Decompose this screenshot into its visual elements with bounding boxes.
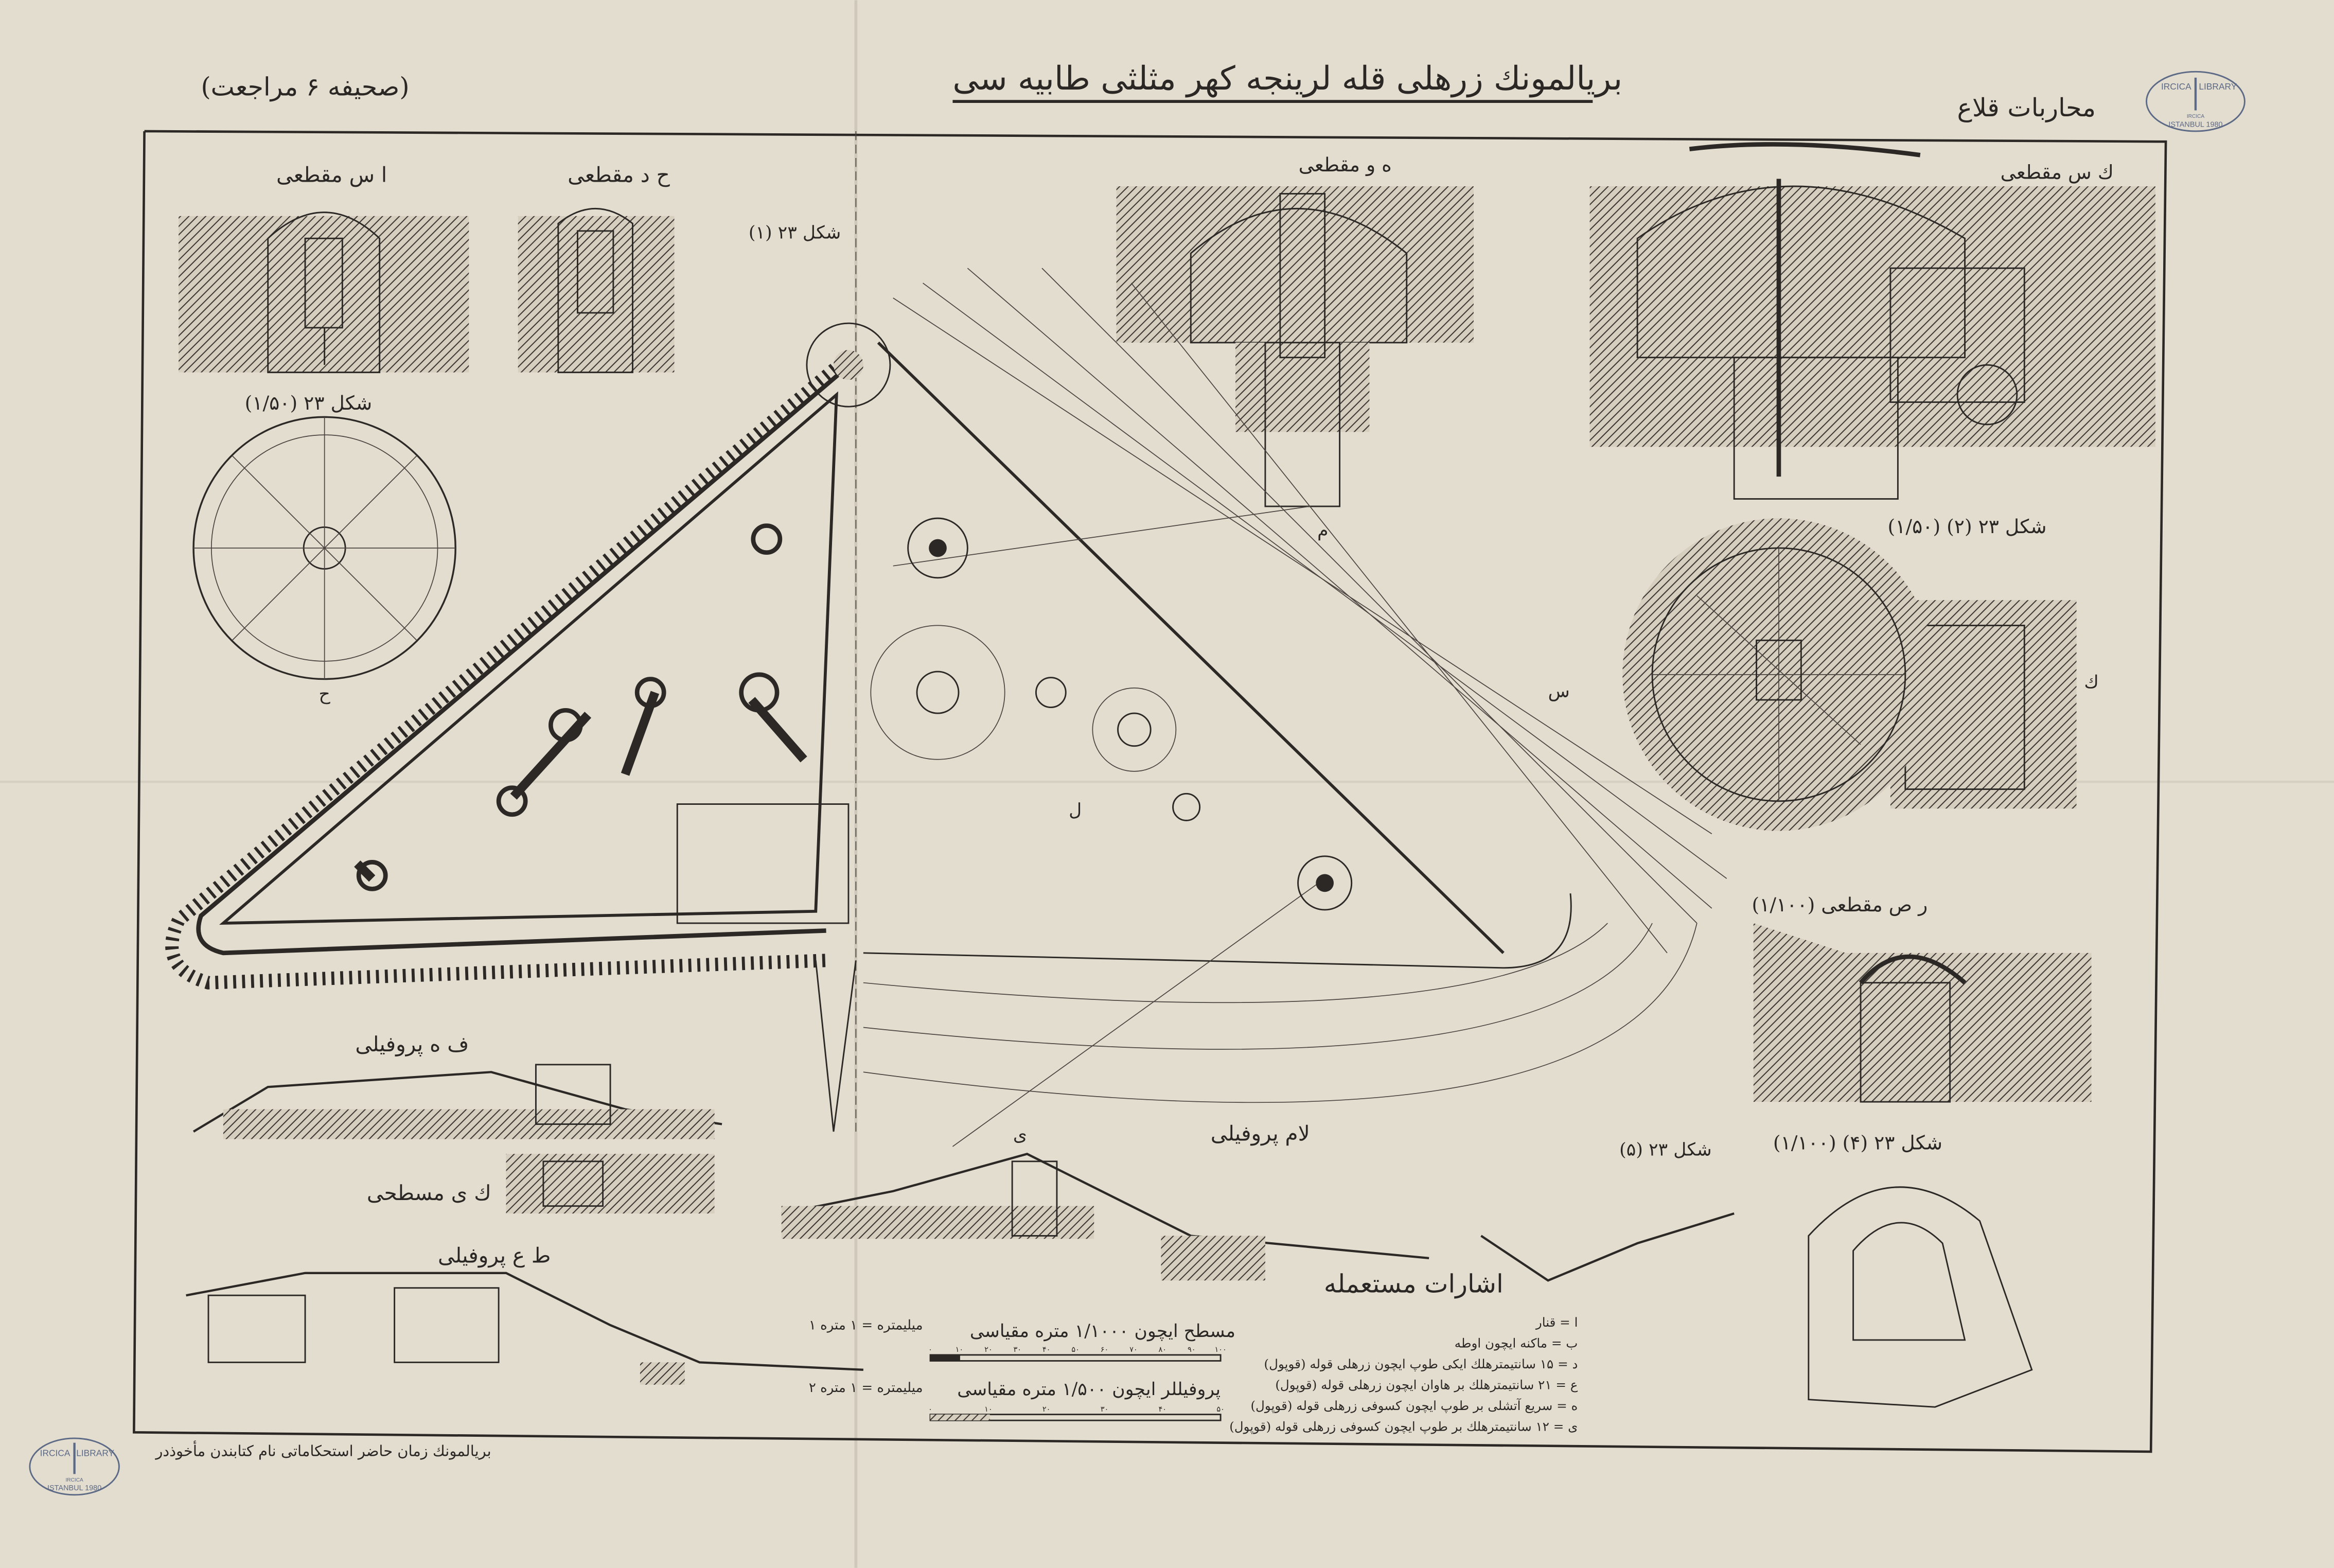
- svg-text:پروفیللر ایچون ۱/۵۰۰ متره مقیا: پروفیللر ایچون ۱/۵۰۰ متره مقیاسی: [957, 1379, 1221, 1400]
- section-ks: ك س مقطعی: [1589, 142, 2155, 500]
- library-stamp-bottom: IRCICA LIBRARY IRCICA ISTANBUL 1980: [29, 1437, 120, 1496]
- svg-text:۱ میلیمتره = ۱ متره: ۱ میلیمتره = ۱ متره: [809, 1318, 923, 1333]
- legend-item: ع = ۲۱ سانتیمترهلك بر هاوان ایچون زرهلی …: [1275, 1377, 1578, 1393]
- scale-tick-label: ۰: [928, 1346, 932, 1354]
- source-note: بریالمونك زمان حاضر استحکاماتی نام کتابن…: [154, 1441, 491, 1460]
- scale-tick-label: ۴۰: [1159, 1405, 1167, 1414]
- section-hd: ح د مقطعی: [518, 162, 675, 374]
- profile-ta: ط ع پروفیلی: [186, 1243, 863, 1385]
- legend: اشارات مستعمله ا = قنار ب = ماکنه ایچون …: [1229, 1269, 1578, 1434]
- turret-plan-circle: شکل ۲۳ (۱/۵۰) ح: [192, 392, 456, 704]
- svg-text:م: م: [1317, 520, 1329, 541]
- profile-scale: پروفیللر ایچون ۱/۵۰۰ متره مقیاسی ۲ میلیم…: [809, 1379, 1225, 1421]
- svg-text:ط ع پروفیلی: ط ع پروفیلی: [438, 1243, 551, 1269]
- figure-23-4: شکل ۲۳ (۴) (۱/۱۰۰): [1773, 1132, 2033, 1408]
- section-hw: ه و مقطعی: [1116, 153, 1474, 507]
- scale-tick-label: ۱۰: [984, 1405, 993, 1414]
- svg-text:ك س مقطعی: ك س مقطعی: [2001, 161, 2114, 184]
- legend-item: ه = سریع آتشلی بر طوپ ایچون کسوفی زرهلی …: [1250, 1398, 1578, 1414]
- svg-text:ا س مقطعی: ا س مقطعی: [276, 162, 387, 187]
- svg-text:شکل ۲۳ (۵): شکل ۲۳ (۵): [1619, 1139, 1712, 1160]
- section-rs: ر ص مقطعی (۱/۱۰۰): [1752, 893, 2092, 1103]
- svg-text:ك ی مسطحی: ك ی مسطحی: [367, 1181, 491, 1205]
- svg-text:ح د مقطعی: ح د مقطعی: [568, 162, 670, 187]
- svg-text:IRCICA: IRCICA: [66, 1477, 84, 1483]
- scale-tick-label: ۳۰: [1101, 1405, 1109, 1414]
- legend-item: د = ۱۵ سانتیمترهلك ایکی طوپ ایچون زرهلی …: [1264, 1356, 1578, 1372]
- fig-23-1-label: شکل ۲۳ (۱): [749, 222, 841, 243]
- svg-text:۲ میلیمتره = ۱ متره: ۲ میلیمتره = ۱ متره: [809, 1380, 923, 1396]
- svg-text:IRCICA: IRCICA: [2187, 114, 2205, 119]
- library-stamp: IRCICA LIBRARY IRCICA ISTANBUL 1980: [2146, 71, 2245, 132]
- svg-text:شکل ۲۳ (۱/۵۰): شکل ۲۳ (۱/۵۰): [245, 392, 373, 414]
- scale-tick-label: ۴۰: [1042, 1346, 1051, 1354]
- svg-text:لام پروفیلی: لام پروفیلی: [1211, 1121, 1310, 1146]
- svg-text:س: س: [1548, 681, 1570, 701]
- scale-tick-label: ۵۰: [1216, 1405, 1225, 1414]
- scale-tick-label: ۳۰: [1014, 1346, 1022, 1354]
- svg-text:ك: ك: [2084, 672, 2099, 693]
- section-as: ا س مقطعی: [179, 162, 469, 374]
- scale-tick-label: ۱۰۰: [1214, 1346, 1226, 1354]
- svg-text:ر ص مقطعی (۱/۱۰۰): ر ص مقطعی (۱/۱۰۰): [1752, 893, 1928, 917]
- scale-tick-label: ۲۰: [984, 1346, 993, 1354]
- plate-border: [133, 130, 2167, 1453]
- turret-plan-detail: شکل ۲۳ (۲) (۱/۵۰) ك: [1622, 515, 2099, 831]
- svg-text:شکل ۲۳ (۴) (۱/۱۰۰): شکل ۲۳ (۴) (۱/۱۰۰): [1773, 1132, 1942, 1154]
- scale-tick-label: ۵۰: [1071, 1346, 1080, 1354]
- profile-lm: لام پروفیلی ی شکل ۲۳ (۵): [781, 1121, 1735, 1282]
- plan-ky: ك ی مسطحی: [367, 1154, 715, 1214]
- fort-plan: س ل م: [165, 268, 1727, 1147]
- svg-text:ح: ح: [319, 684, 330, 704]
- svg-text:IRCICA: IRCICA: [2161, 81, 2191, 92]
- svg-text:IRCICA: IRCICA: [40, 1448, 70, 1458]
- plate-title: بریالمونك زرهلی قله لرینجه کهر مثلثی طاب…: [952, 60, 1622, 98]
- scale-tick-label: ۷۰: [1129, 1346, 1138, 1354]
- legend-item: ی = ۱۲ سانتیمترهلك بر طوپ ایچون کسوفی زر…: [1229, 1419, 1578, 1434]
- scale-tick-label: ۶۰: [1101, 1346, 1109, 1354]
- legend-item: ب = ماکنه ایچون اوطه: [1455, 1335, 1578, 1351]
- scale-tick-label: ۰: [928, 1405, 932, 1414]
- legend-title: اشارات مستعمله: [1324, 1269, 1504, 1298]
- svg-text:ل: ل: [1069, 800, 1082, 821]
- svg-text:LIBRARY: LIBRARY: [76, 1448, 114, 1458]
- scale-tick-label: ۲۰: [1042, 1405, 1051, 1414]
- svg-text:ه و مقطعی: ه و مقطعی: [1299, 153, 1392, 177]
- series-title: محاربات قلاع: [1957, 93, 2096, 122]
- svg-text:شکل ۲۳ (۲) (۱/۵۰): شکل ۲۳ (۲) (۱/۵۰): [1888, 515, 2047, 538]
- scale-tick-label: ۹۰: [1188, 1346, 1196, 1354]
- svg-text:ف ه پروفیلی: ف ه پروفیلی: [355, 1032, 469, 1057]
- page-reference: (صحیفه ۶ مراجعت): [201, 72, 409, 102]
- svg-text:LIBRARY: LIBRARY: [2199, 81, 2237, 92]
- svg-text:مسطح ایچون ۱/۱۰۰۰ متره مقیاسی: مسطح ایچون ۱/۱۰۰۰ متره مقیاسی: [970, 1321, 1235, 1342]
- svg-text:ISTANBUL 1980: ISTANBUL 1980: [47, 1484, 101, 1492]
- scale-tick-label: ۱۰: [956, 1346, 964, 1354]
- svg-text:ی: ی: [1013, 1124, 1027, 1145]
- svg-text:ISTANBUL 1980: ISTANBUL 1980: [2168, 120, 2222, 129]
- plan-scale: مسطح ایچون ۱/۱۰۰۰ متره مقیاسی ۱ میلیمتره…: [809, 1318, 1235, 1362]
- profile-fh: ف ه پروفیلی: [192, 1032, 722, 1139]
- scale-tick-label: ۸۰: [1159, 1346, 1167, 1354]
- legend-item: ا = قنار: [1535, 1315, 1578, 1330]
